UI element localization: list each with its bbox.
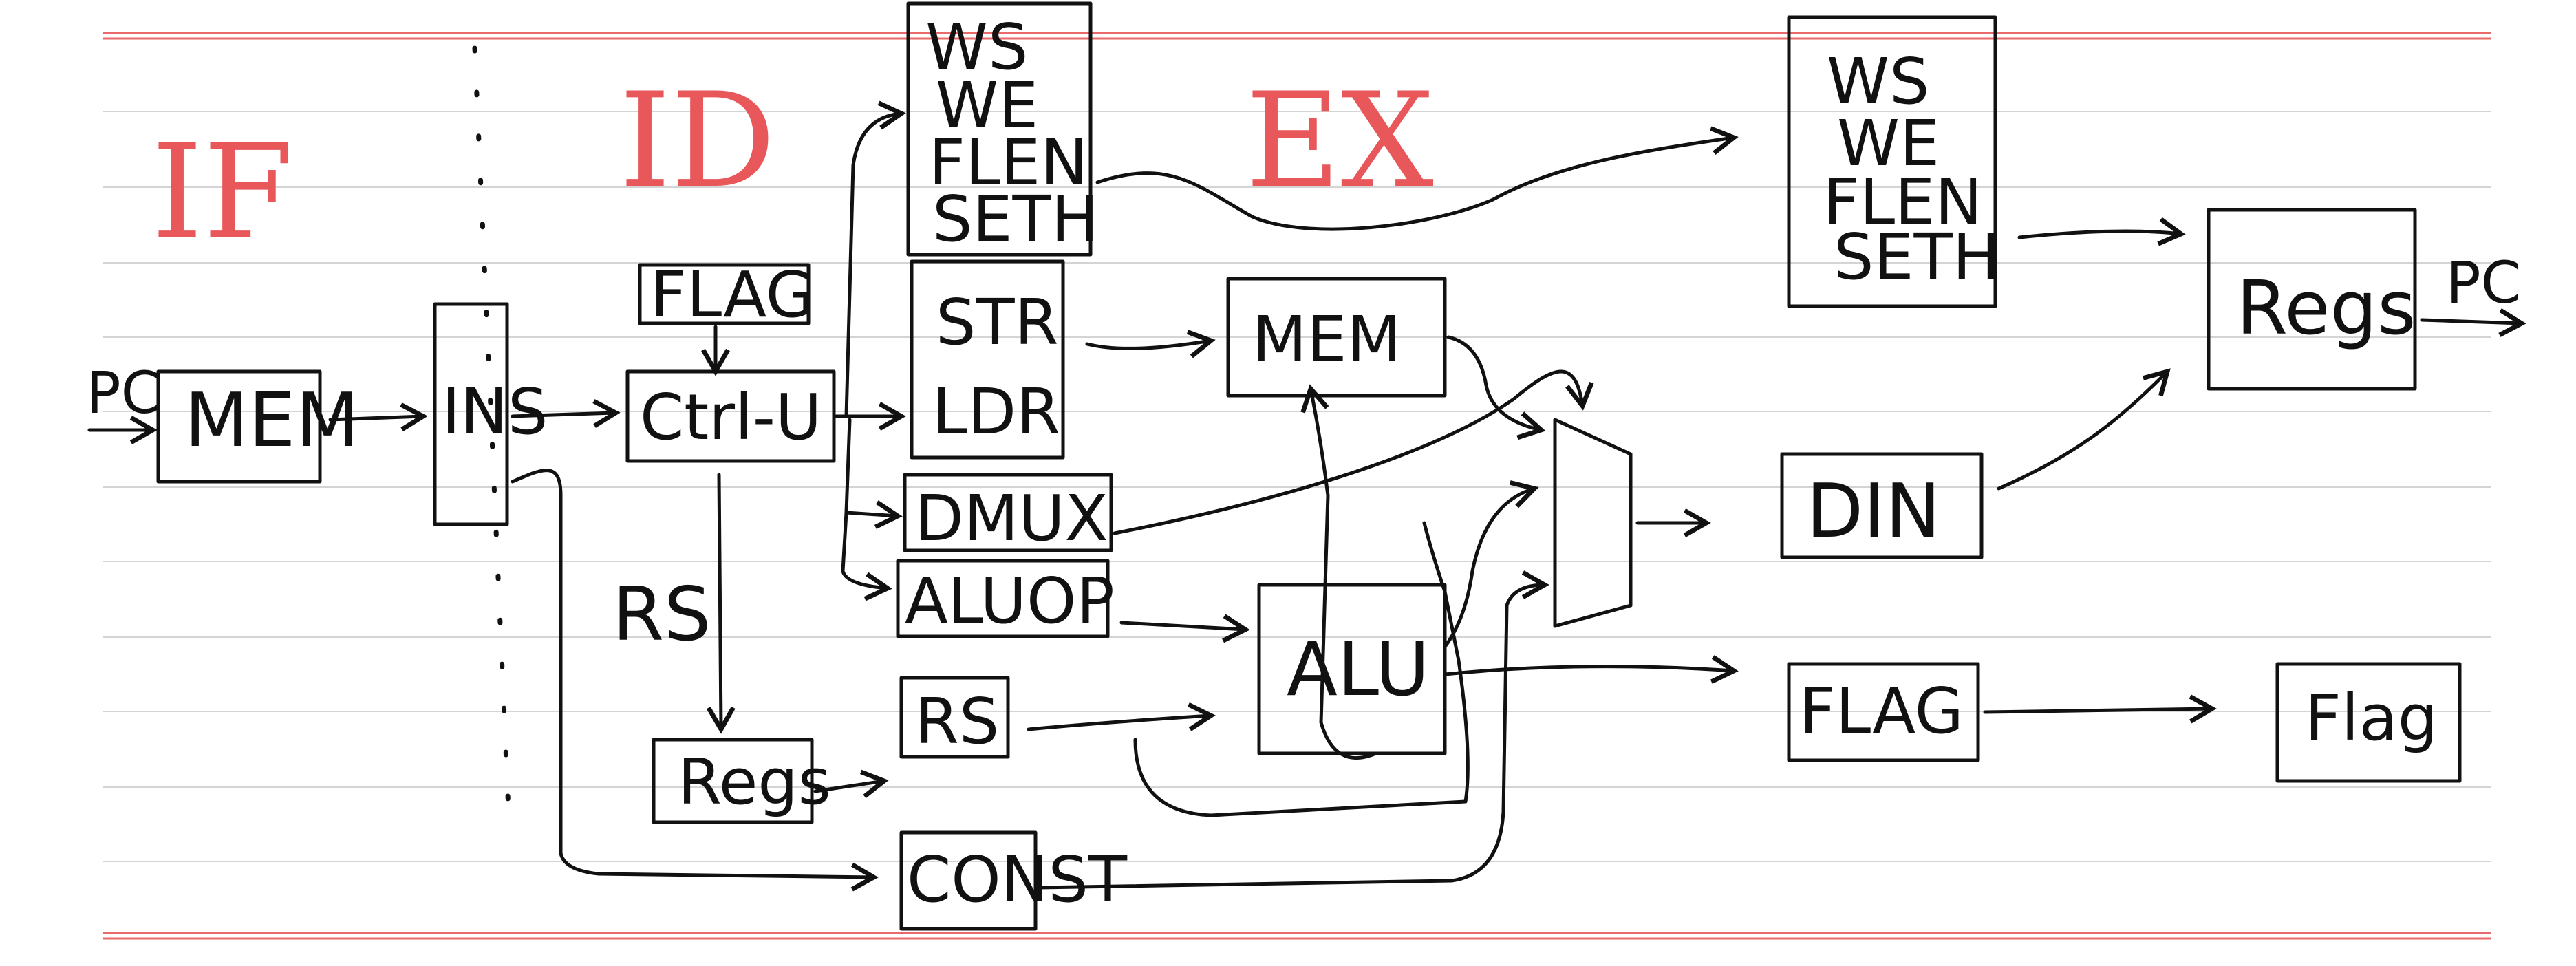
id-ex-rs-reg: RS <box>899 676 1010 759</box>
ctrl-fanout-bus <box>844 100 906 418</box>
ex-wb-ctrl-reg: WS WE FLEN SETH <box>1787 15 2000 308</box>
id-ex-const-reg: CONST <box>899 830 1128 931</box>
stage-label-id: ID <box>619 65 775 217</box>
id-ex-seth: SETH <box>932 182 1099 256</box>
ex-wb-seth: SETH <box>1834 220 2000 294</box>
din-label: DIN <box>1806 469 1941 555</box>
id-ex-dmux: DMUX <box>915 482 1108 555</box>
exwb-ctrl-to-regs-wire <box>2017 217 2186 246</box>
ins-register: INS <box>433 302 548 526</box>
id-ex-ldr: LDR <box>932 375 1060 449</box>
id-ex-ctrl-reg: WS WE FLEN SETH <box>906 1 1099 257</box>
ex-wb-we: WE <box>1837 107 1940 180</box>
regs-to-pc-wire <box>2420 308 2526 337</box>
id-ex-ws: WS <box>925 10 1028 84</box>
ctrl-reg-to-exwb-wire <box>1095 126 1739 231</box>
id-ex-aluop: ALUOP <box>905 564 1115 638</box>
ctrl-u-label: Ctrl-U <box>640 380 822 454</box>
alu-label: ALU <box>1287 627 1430 713</box>
regs-write-box: Regs <box>2207 208 2417 391</box>
flag-top-label: FLAG <box>650 258 815 332</box>
ctrl-u-box: Ctrl-U <box>625 369 836 463</box>
flag-final-label: Flag <box>2305 681 2438 755</box>
regs-read-box: Regs <box>652 738 831 824</box>
ex-wb-ws: WS <box>1827 45 1929 118</box>
const-to-mux-wire <box>1037 570 1549 890</box>
ex-wb-flen: FLEN <box>1823 165 1982 239</box>
id-ex-aluop-reg: ALUOP <box>896 559 1115 638</box>
aluop-to-alu-wire <box>1119 614 1250 643</box>
ins-to-const-wire <box>511 469 879 892</box>
ruled-paper-lines <box>103 32 2491 940</box>
flag-final-box: Flag <box>2275 662 2462 783</box>
id-ex-const: CONST <box>907 843 1128 916</box>
alu-to-mux-wire <box>1443 480 1539 649</box>
wb-mux <box>1553 418 1633 628</box>
id-ex-str-ldr-reg: STR LDR <box>910 259 1065 460</box>
alu-flag-to-flag-wire <box>1443 655 1739 684</box>
ins-label: INS <box>442 375 548 449</box>
din-to-regs-wire <box>1997 368 2171 491</box>
mem-x-label: MEM <box>1252 303 1402 376</box>
ctrl-to-dmux-wire <box>844 418 903 529</box>
id-ex-dmux-reg: DMUX <box>903 473 1113 555</box>
ins-to-ctrl-wire <box>511 399 621 428</box>
flag-to-final-wire <box>1983 694 2217 724</box>
dmux-to-mux-wire <box>1113 369 1594 535</box>
mem-x-box: MEM <box>1226 277 1447 398</box>
flag-ex-reg: FLAG <box>1787 662 1980 762</box>
strldr-to-memx-wire <box>1085 330 1216 358</box>
din-reg: DIN <box>1780 452 1984 559</box>
stage-divider-if-id <box>472 45 512 828</box>
alu-to-memx-wire <box>1300 384 1378 760</box>
rs-to-alu-wire <box>1027 702 1216 731</box>
regs-write-label: Regs <box>2236 266 2416 352</box>
id-ex-we: WE <box>936 69 1038 142</box>
id-ex-flen: FLEN <box>929 126 1088 200</box>
rs-to-memx-data-wire <box>1133 521 1470 817</box>
ctrl-to-aluop-wire <box>841 511 892 601</box>
pc-input-label: PC <box>86 359 161 427</box>
mem-to-ins-wire <box>328 402 428 432</box>
id-ex-str: STR <box>936 286 1059 359</box>
rs-wire-label: RS <box>612 572 711 658</box>
flag-input-box: FLAG <box>638 258 815 332</box>
pc-output-label: PC <box>2446 249 2521 316</box>
id-ex-rs: RS <box>915 685 999 758</box>
regs-read-label: Regs <box>678 745 831 819</box>
alu-box: ALU <box>1257 583 1447 755</box>
mem-box: MEM <box>156 369 360 484</box>
ctrl-to-regs-wire <box>706 473 736 734</box>
memx-to-mux-wire <box>1446 335 1546 440</box>
regs-to-rs-wire <box>813 769 889 799</box>
stage-label-ex: EX <box>1245 65 1434 217</box>
flag-ex-label: FLAG <box>1799 674 1964 748</box>
stage-label-if: IF <box>151 116 294 268</box>
